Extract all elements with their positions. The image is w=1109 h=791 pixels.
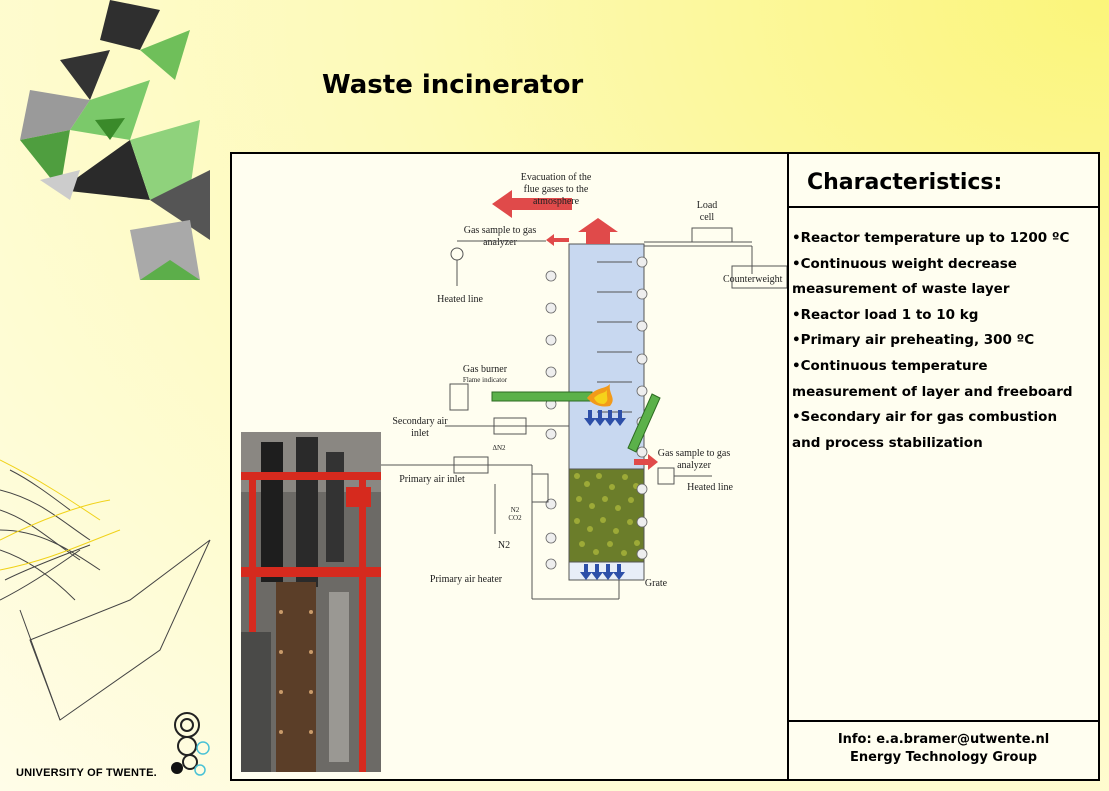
characteristics-title: Characteristics: bbox=[807, 170, 1003, 195]
gas-sample-right-1: Gas sample to gas bbox=[658, 448, 731, 459]
info-group: Energy Technology Group bbox=[849, 750, 1038, 765]
characteristic-item: •Secondary air for gas combustion bbox=[792, 409, 1058, 426]
characteristic-item: measurement of layer and freeboard bbox=[792, 383, 1073, 400]
delta-n2-label: ΔN2 bbox=[492, 444, 506, 452]
characteristic-item: •Reactor load 1 to 10 kg bbox=[792, 306, 979, 323]
waste-layer bbox=[568, 468, 645, 565]
svg-text:atmosphere: atmosphere bbox=[533, 196, 580, 207]
n2-label: N2 bbox=[498, 540, 510, 551]
evacuation-arrow bbox=[492, 190, 572, 218]
svg-text:Evacuation of the: Evacuation of the bbox=[521, 172, 592, 183]
slide-title: Waste incinerator bbox=[322, 70, 584, 100]
primary-air-heater-label: Primary air heater bbox=[430, 574, 503, 585]
gas-sample-right-2: analyzer bbox=[677, 460, 712, 471]
heated-line-right: Heated line bbox=[687, 482, 733, 493]
load-cell-2: cell bbox=[700, 212, 715, 223]
info-box: Info: e.a.bramer@utwente.nl Energy Techn… bbox=[789, 720, 1098, 781]
university-name: UNIVERSITY OF TWENTE. bbox=[16, 767, 157, 779]
characteristic-item: •Continuous weight decrease bbox=[792, 255, 1017, 272]
gas-sample-top-1: Gas sample to gas bbox=[464, 225, 537, 236]
characteristic-item: and process stabilization bbox=[792, 434, 983, 451]
grate-label: Grate bbox=[645, 578, 668, 589]
characteristic-item: •Reactor temperature up to 1200 ºC bbox=[792, 230, 1070, 246]
exhaust-up-arrow bbox=[578, 218, 618, 244]
characteristics-header: Characteristics: bbox=[789, 154, 1098, 208]
characteristic-item: •Primary air preheating, 300 ºC bbox=[792, 332, 1035, 349]
heated-line-top: Heated line bbox=[437, 294, 483, 305]
evacuation-line-3: atmosphere bbox=[533, 196, 580, 207]
secondary-air-2: inlet bbox=[411, 428, 429, 439]
incinerator-diagram: Evacuation of the flue gases to the atmo… bbox=[374, 172, 787, 600]
secondary-air-pipe bbox=[627, 393, 661, 453]
installation-photo bbox=[241, 432, 381, 772]
university-logo-icon bbox=[171, 712, 210, 776]
evacuation-line-2: flue gases to the bbox=[524, 184, 589, 195]
evacuation-line-1: Evacuation of the bbox=[521, 172, 592, 183]
burner-pipe bbox=[491, 391, 593, 402]
counterweight-label: Counterweight bbox=[723, 274, 783, 285]
svg-text:flue gases to the: flue gases to the bbox=[524, 184, 589, 195]
gas-sample-top-2: analyzer bbox=[483, 237, 518, 248]
n2-co2-line-1: N2 bbox=[511, 506, 520, 514]
n2-co2-line-2: CO2 bbox=[508, 514, 522, 522]
decorative-geometric-art bbox=[0, 0, 211, 776]
gas-burner-label: Gas burner bbox=[463, 364, 508, 375]
characteristic-item: measurement of waste layer bbox=[792, 281, 1010, 298]
load-cell-1: Load bbox=[697, 200, 718, 211]
flame-indicator-label: Flame indicator bbox=[463, 376, 508, 384]
characteristic-item: •Continuous temperature bbox=[792, 357, 988, 374]
characteristics-panel: Characteristics: •Reactor temperature up… bbox=[787, 154, 1098, 779]
primary-air-inlet-label: Primary air inlet bbox=[399, 474, 465, 485]
secondary-air-1: Secondary air bbox=[392, 416, 448, 427]
info-email: Info: e.a.bramer@utwente.nl bbox=[837, 732, 1050, 747]
characteristics-list: •Reactor temperature up to 1200 ºC •Cont… bbox=[792, 226, 1073, 456]
